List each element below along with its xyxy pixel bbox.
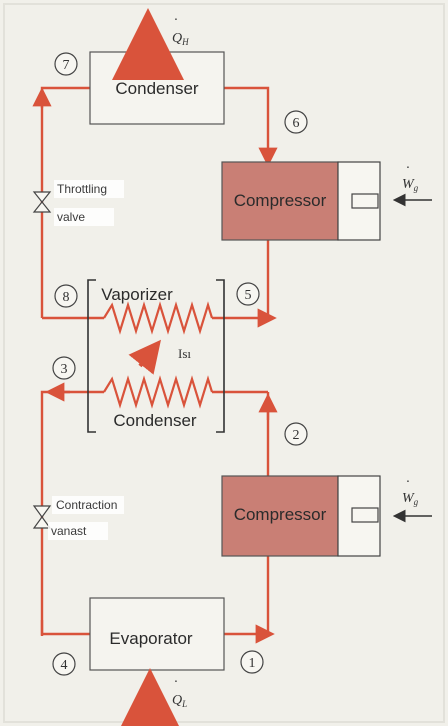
svg-text:1: 1 — [249, 656, 256, 671]
mid-condenser-label: Condenser — [113, 411, 197, 430]
svg-text:·: · — [174, 13, 178, 28]
state-marker-6: 6 — [284, 110, 308, 134]
contraction-valve-label-2: vanast — [51, 524, 87, 538]
svg-text:·: · — [406, 475, 410, 490]
pipe-state-6 — [224, 86, 278, 167]
svg-text:3: 3 — [61, 362, 68, 377]
svg-text:Wg: Wg — [402, 491, 419, 507]
vaporizer-coil — [103, 301, 214, 335]
hx-bracket-left — [87, 279, 96, 433]
vaporizer-label: Vaporizer — [101, 285, 173, 304]
top-condenser-label: Condenser — [115, 79, 199, 98]
svg-text:6: 6 — [293, 116, 300, 131]
pipe-state-1 — [224, 556, 270, 636]
throttling-label-pad-1 — [54, 180, 124, 198]
top-compressor-piston — [351, 193, 379, 209]
svg-text:QL: QL — [172, 693, 187, 709]
state-marker-2: 2 — [284, 422, 308, 446]
svg-text:5: 5 — [245, 288, 252, 303]
heat-transfer-arrow — [128, 339, 161, 375]
svg-text:7: 7 — [63, 58, 70, 73]
svg-text:2: 2 — [293, 428, 300, 443]
q-high-label: QH · — [172, 13, 189, 47]
contraction-label-pad-1 — [52, 496, 124, 514]
w-bottom-label: Wg · — [402, 475, 419, 507]
throttling-valve-label-2: valve — [57, 210, 85, 224]
heat-exchanger-label: Isı — [178, 346, 191, 361]
state-marker-3: 3 — [52, 356, 76, 380]
contraction-valve-label-1: Contraction — [56, 498, 117, 512]
top-compressor-label: Compressor — [234, 191, 327, 210]
svg-text:QH: QH — [172, 31, 189, 47]
top-compressor-box — [221, 161, 339, 241]
svg-text:·: · — [406, 161, 410, 176]
throttling-valve-icon — [32, 191, 52, 213]
bottom-compressor-box — [221, 475, 339, 557]
pipe-state-8-to-7 — [40, 86, 90, 318]
state-marker-5: 5 — [236, 282, 260, 306]
state-marker-1: 1 — [240, 650, 264, 674]
state-marker-4: 4 — [52, 652, 76, 676]
throttling-label-pad-2 — [54, 208, 114, 226]
frame-border — [3, 3, 445, 723]
svg-text:Wg: Wg — [402, 177, 419, 193]
svg-text:4: 4 — [61, 658, 68, 673]
state-marker-7: 7 — [54, 52, 78, 76]
throttling-valve-label-1: Throttling — [57, 182, 107, 196]
q-low-label: QL · — [172, 675, 187, 709]
hx-bracket-right — [216, 279, 225, 433]
w-top-label: Wg · — [402, 161, 419, 193]
contraction-label-pad-2 — [48, 522, 108, 540]
bottom-compressor-label: Compressor — [234, 505, 327, 524]
evaporator-label: Evaporator — [109, 629, 192, 648]
contraction-valve-icon — [32, 505, 52, 529]
mid-condenser-coil — [103, 375, 214, 409]
svg-text:·: · — [174, 675, 178, 690]
state-marker-8: 8 — [54, 284, 78, 308]
svg-text:8: 8 — [63, 290, 70, 305]
bottom-compressor-piston — [351, 507, 379, 523]
